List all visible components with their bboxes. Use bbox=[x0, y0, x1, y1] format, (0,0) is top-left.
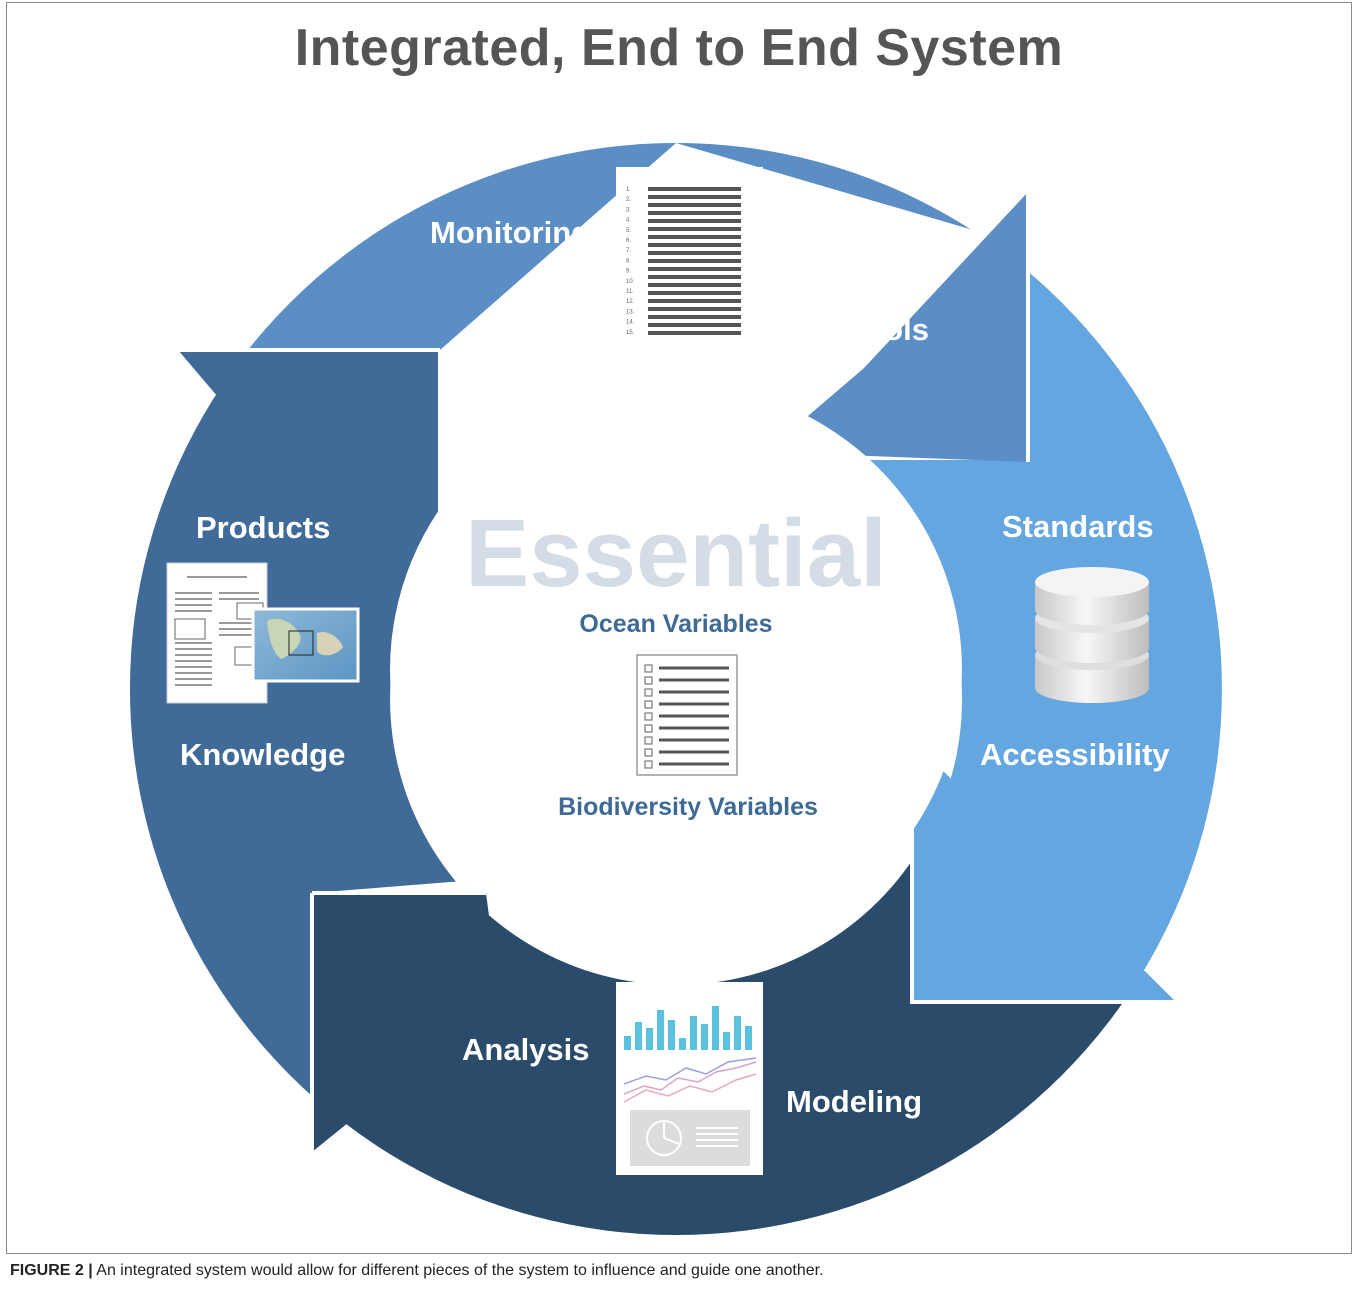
checklist-icon bbox=[636, 654, 738, 776]
cycle-diagram: Essential Ocean Variables Biodiversity V… bbox=[129, 143, 1222, 1235]
list-number: 9. bbox=[626, 269, 631, 275]
list-number: 1. bbox=[626, 187, 631, 193]
database-icon bbox=[1035, 567, 1149, 703]
numbered-list-document-icon: 1. 2. 3. 4. 5. 6. 7. 8. 9. 10. 11. 12. 13. 14. 15. bbox=[616, 167, 763, 357]
caption-label: FIGURE 2 | bbox=[10, 1262, 93, 1279]
diagram-title: Integrated, End to End System bbox=[294, 19, 1064, 77]
label-analysis: Analysis bbox=[462, 1032, 590, 1067]
list-number: 8. bbox=[626, 258, 631, 264]
arrowhead-right bbox=[912, 740, 1176, 1002]
label-protocols: Protocols bbox=[786, 312, 929, 347]
label-knowledge: Knowledge bbox=[180, 737, 345, 772]
list-number: 10. bbox=[626, 279, 635, 285]
label-accessibility: Accessibility bbox=[980, 737, 1170, 772]
caption-text: An integrated system would allow for dif… bbox=[92, 1262, 824, 1279]
list-number: 4. bbox=[626, 218, 631, 224]
list-number: 12. bbox=[626, 299, 635, 305]
list-number: 7. bbox=[626, 248, 631, 254]
list-number: 2. bbox=[626, 197, 631, 203]
figure-caption: FIGURE 2 | An integrated system would al… bbox=[10, 1262, 824, 1280]
list-number: 15. bbox=[626, 330, 635, 336]
center-heading: Essential bbox=[465, 500, 887, 607]
list-number: 14. bbox=[626, 320, 635, 326]
label-products: Products bbox=[196, 510, 330, 545]
list-number: 6. bbox=[626, 238, 631, 244]
arrowhead-left bbox=[178, 350, 440, 612]
list-number: 3. bbox=[626, 207, 631, 213]
arrowhead-bottom bbox=[312, 893, 500, 1152]
chart-report-icon bbox=[616, 982, 763, 1175]
center-ocean-variables: Ocean Variables bbox=[579, 610, 772, 638]
segment-products bbox=[129, 350, 476, 1150]
list-number: 5. bbox=[626, 228, 631, 234]
arrowhead-top bbox=[766, 192, 1028, 462]
figure-frame bbox=[6, 2, 1352, 1254]
center-biodiversity-variables: Biodiversity Variables bbox=[558, 793, 818, 821]
label-monitoring: Monitoring bbox=[430, 215, 590, 250]
map-report-icon bbox=[166, 562, 360, 704]
label-standards: Standards bbox=[1002, 509, 1154, 544]
list-number: 11. bbox=[626, 289, 634, 295]
list-number: 13. bbox=[626, 309, 635, 315]
label-modeling: Modeling bbox=[786, 1084, 922, 1119]
